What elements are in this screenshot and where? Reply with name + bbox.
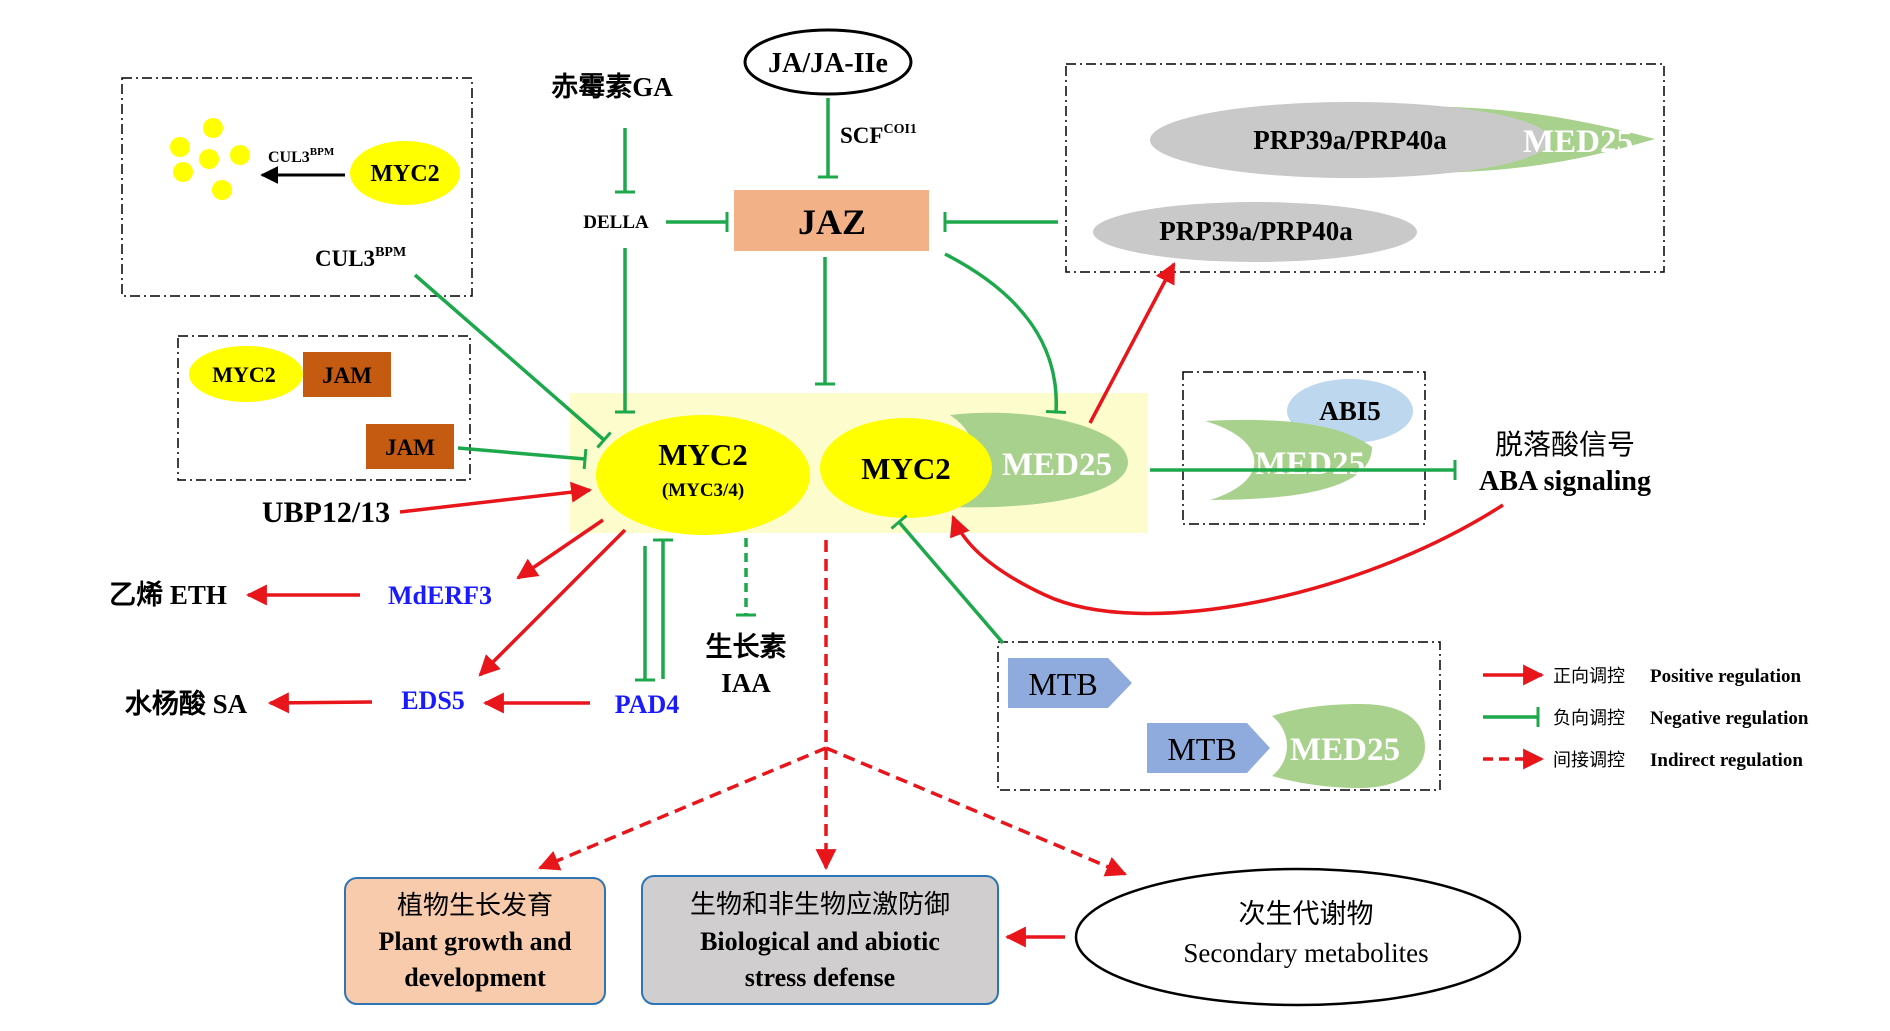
eds5-label: EDS5: [401, 686, 465, 715]
stress-en-line2: stress defense: [745, 963, 895, 992]
edge-indirect-secondary: [825, 746, 1127, 877]
edge-cul3-myc2: [413, 273, 612, 449]
prp-bottom-label: PRP39a/PRP40a: [1159, 216, 1353, 246]
iaa-cn-label: 生长素: [706, 632, 787, 663]
jam-box-2: [366, 424, 454, 469]
jam-label-2: JAM: [385, 435, 435, 460]
prp-box-border: [1065, 63, 1665, 273]
growth-en-line2: development: [404, 963, 546, 992]
secondary-en-label: Secondary metabolites: [1183, 938, 1428, 968]
mtb-arrow-shape-1: [1008, 658, 1132, 708]
jam-box-1: [303, 352, 391, 397]
ja-ellipse: [743, 28, 913, 96]
stress-cn-label: 生物和非生物应激防御: [690, 890, 950, 920]
edge-aba-myc2: [950, 503, 1504, 616]
eth-label: 乙烯 ETH: [109, 580, 227, 610]
cul3-box-border: [121, 77, 473, 297]
ubp-label: UBP12/13: [262, 496, 390, 529]
myc2-jam-ellipse: [189, 346, 303, 402]
mderf3-label: MdERF3: [388, 581, 492, 610]
prp-bottom-ellipse: [1093, 202, 1417, 262]
ja-label: JA/JA-IIe: [768, 48, 888, 79]
edge-indirect-growth: [538, 746, 827, 871]
myc2-cul3-ellipse: [350, 141, 460, 205]
med25-mtb-shape: [1272, 704, 1425, 788]
myc2-main-label: MYC2: [658, 437, 748, 472]
myc2-hub-ellipse: [820, 418, 992, 518]
edge-ubp-myc2: [399, 481, 593, 514]
myc2-cul3-label: MYC2: [370, 161, 439, 187]
aba-en-label: ABA signaling: [1479, 466, 1651, 497]
positive-edges: [245, 262, 1504, 948]
legend: 正向调控 Positive regulation 负向调控 Negative r…: [1483, 664, 1809, 771]
secondary-cn-label: 次生代谢物: [1239, 899, 1374, 930]
stress-box: [641, 875, 999, 1005]
growth-box: [344, 877, 606, 1005]
legend-indirect-en: Indirect regulation: [1650, 750, 1803, 771]
jaz-box: [734, 190, 929, 251]
secondary-ellipse: [1074, 867, 1522, 1007]
med25-hub-label: MED25: [1002, 447, 1112, 483]
sa-label: 水杨酸 SA: [125, 689, 248, 719]
jam-label-1: JAM: [322, 363, 372, 388]
cul3-bpm-label: CUL3BPM: [315, 245, 406, 271]
iaa-en-label: IAA: [721, 668, 771, 698]
growth-en-line1: Plant growth and: [378, 927, 572, 956]
med25-prp-label: MED25: [1523, 124, 1633, 160]
prp-top-ellipse: [1150, 102, 1550, 178]
scf-coi1-label: SCFCOI1: [840, 122, 917, 148]
mtb-arrow-shape-2: [1147, 723, 1270, 773]
stress-en-line1: Biological and abiotic: [700, 927, 940, 956]
growth-cn-label: 植物生长发育: [397, 891, 553, 921]
abi5-label: ABI5: [1319, 396, 1381, 426]
legend-negative-en: Negative regulation: [1650, 708, 1809, 729]
med25-abi5-shape: [1205, 419, 1372, 500]
legend-positive-en: Positive regulation: [1650, 666, 1802, 687]
aba-cn-label: 脱落酸信号: [1495, 428, 1635, 461]
myc34-label: (MYC3/4): [662, 480, 744, 501]
legend-negative-cn: 负向调控: [1553, 708, 1625, 729]
edge-med25-prp: [1088, 262, 1176, 424]
mtb-label-2: MTB: [1167, 731, 1236, 767]
negative-edges: [413, 98, 1457, 682]
med25-abi5-label: MED25: [1255, 446, 1365, 482]
myc2-hub-label: MYC2: [861, 451, 951, 486]
med25-hub-shape: [950, 412, 1128, 508]
abi5-box-border: [1182, 371, 1426, 525]
myc2-jam-label: MYC2: [212, 362, 276, 387]
edge-jam-myc2: [457, 446, 588, 470]
indirect-edges: [538, 540, 1127, 877]
edge-jaz-med25: [944, 252, 1067, 415]
legend-positive-cn: 正向调控: [1553, 666, 1625, 687]
mtb-box-border: [997, 641, 1441, 791]
edge-myc2-mderf3: [516, 518, 604, 580]
pad4-label: PAD4: [615, 690, 680, 719]
legend-indirect-cn: 间接调控: [1553, 750, 1625, 771]
myc2-main-ellipse: [596, 415, 810, 535]
della-label: DELLA: [583, 212, 649, 233]
edge-eds5-sa: [267, 692, 373, 714]
degradation-fragments: [170, 118, 250, 200]
prp-top-label: PRP39a/PRP40a: [1253, 125, 1447, 155]
mtb-label-1: MTB: [1028, 666, 1097, 702]
med25-mtb-label: MED25: [1290, 732, 1400, 768]
jaz-label: JAZ: [798, 202, 866, 242]
cul3-small-label: CUL3BPM: [268, 146, 335, 166]
edge-mtb-myc2: [890, 514, 1005, 645]
edge-myc2-eds5: [478, 528, 627, 677]
jam-box-border: [177, 335, 471, 481]
ga-label: 赤霉素GA: [551, 72, 673, 102]
